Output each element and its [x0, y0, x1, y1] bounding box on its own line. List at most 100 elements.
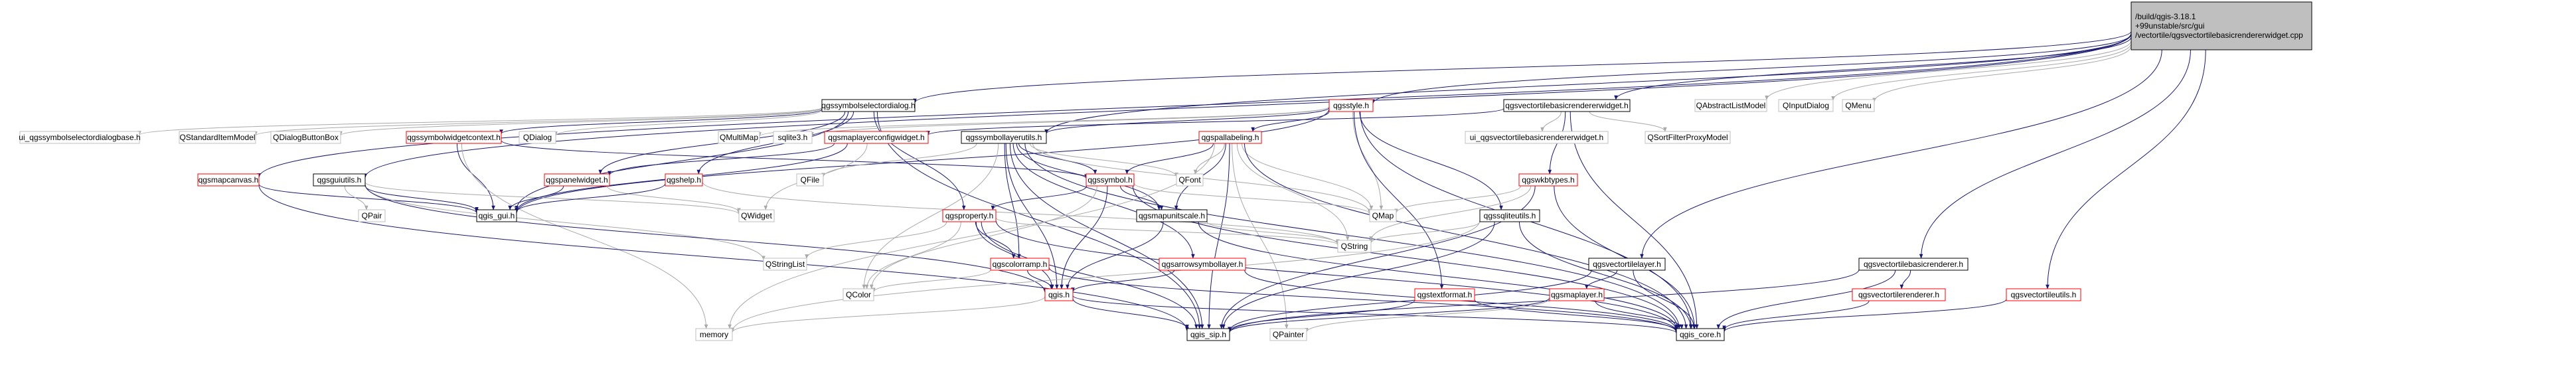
node-box-QDialog: [519, 131, 556, 144]
node-qgsmapcanvas[interactable]: qgsmapcanvas.h: [197, 173, 260, 187]
edge-root-to-qgssymbollayerutils: [1044, 34, 2132, 134]
node-QInputDialog: QInputDialog: [1778, 99, 1834, 112]
node-box-QPair: [358, 209, 386, 222]
edge-root-to-qgsguiutils: [363, 33, 2132, 179]
node-box-QSortFilterProxyModel: [1645, 131, 1731, 144]
node-qgsvectortilerenderer[interactable]: qgsvectortilerenderer.h: [1852, 288, 1946, 301]
node-box-qgsproperty: [942, 209, 997, 222]
edge-qgsvectortilelayer-to-qgsmaplayer: [1584, 270, 1618, 289]
node-box-qgsarrowsymbollayer: [1159, 258, 1246, 271]
node-qgsproperty[interactable]: qgsproperty.h: [942, 209, 997, 222]
node-box-QStandardItemModel: [179, 131, 256, 144]
edge-qgsvectortileutils-to-qgis_core: [1722, 299, 2007, 333]
node-label-qgssymbol: qgssymbol.h: [1087, 175, 1132, 185]
node-qgsvectortilebasicrendererwidget[interactable]: qgsvectortilebasicrendererwidget.h: [1503, 99, 1631, 112]
edge-qgspallabeling-to-QString: [1236, 143, 1350, 241]
node-label-qgspallabeling: qgspallabeling.h: [1202, 133, 1259, 142]
node-qgssymbol[interactable]: qgssymbol.h: [1086, 173, 1135, 187]
node-qgsvectortileutils[interactable]: qgsvectortileutils.h: [2006, 288, 2081, 301]
edge-qgis-to-qgis_core: [1072, 295, 1678, 334]
edge-qgsproperty-to-QStringList: [805, 221, 947, 260]
node-memory: memory: [695, 328, 733, 341]
edge-qgsvectortilebasicrendererwidget-to-QSortFilterProxyModel: [1589, 111, 1667, 132]
edge-qgsproperty-to-qgis_sip: [981, 221, 1198, 329]
edge-qgssymbollayerutils-to-qgis: [1005, 143, 1059, 289]
edge-qgsvectortilelayer-to-qgis_core: [1633, 270, 1696, 329]
node-qgssqliteutils[interactable]: qgssqliteutils.h: [1479, 209, 1540, 222]
edge-qgspallabeling-to-qgssymbol: [1125, 143, 1214, 175]
node-qgssymbolwidgetcontext[interactable]: qgssymbolwidgetcontext.h: [406, 131, 502, 144]
edge-qgswkbtypes-to-QString: [1369, 185, 1532, 242]
node-label-QDialog: QDialog: [523, 133, 552, 142]
node-label-qgis_gui: qgis_gui.h: [479, 211, 515, 220]
node-root: /build/qgis-3.18.1+99unstable/src/gui/ve…: [2131, 1, 2312, 50]
node-qgsstyle[interactable]: qgsstyle.h: [1328, 99, 1374, 112]
node-QMenu: QMenu: [1842, 99, 1875, 112]
node-qgis_core[interactable]: qgis_core.h: [1676, 328, 1725, 341]
node-label-qgspanelwidget: qgspanelwidget.h: [546, 175, 607, 185]
node-qgspanelwidget[interactable]: qgspanelwidget.h: [544, 173, 610, 187]
edge-qgsstyle-to-QMap: [1352, 111, 1384, 210]
node-qgsarrowsymbollayer[interactable]: qgsarrowsymbollayer.h: [1159, 258, 1246, 271]
node-qgsmaplayerconfigwidget[interactable]: qgsmaplayerconfigwidget.h: [824, 131, 929, 144]
node-label-ui_qgssymbolselectordialogbase: ui_qgssymbolselectordialogbase.h: [19, 133, 140, 142]
edge-qgsmapunitscale-to-qgis_core: [1198, 221, 1678, 330]
node-label-sqlite3: sqlite3.h: [778, 133, 808, 142]
node-label-qgssymbollayerutils: qgssymbollayerutils.h: [966, 133, 1042, 142]
node-label-qgsmaplayerconfigwidget: qgsmaplayerconfigwidget.h: [828, 133, 924, 142]
node-qgsmapunitscale[interactable]: qgsmapunitscale.h: [1136, 209, 1208, 222]
node-box-qgssqliteutils: [1479, 209, 1540, 222]
node-qgswkbtypes[interactable]: qgswkbtypes.h: [1518, 173, 1578, 187]
node-label-qgsmapunitscale: qgsmapunitscale.h: [1139, 211, 1205, 220]
node-qgis_sip[interactable]: qgis_sip.h: [1186, 328, 1230, 341]
edge-qgsmaplayerconfigwidget-to-qgspanelwidget: [607, 143, 835, 176]
node-qgsvectortilebasicrenderer[interactable]: qgsvectortilebasicrenderer.h: [1858, 258, 1969, 271]
node-qgis[interactable]: qgis.h: [1044, 288, 1074, 301]
node-qgshelp[interactable]: qgshelp.h: [665, 173, 703, 187]
node-box-QInputDialog: [1778, 99, 1834, 112]
edge-root-to-qgsstyle: [1371, 34, 2132, 104]
node-qgis_gui[interactable]: qgis_gui.h: [476, 209, 517, 222]
node-box-root: [2131, 1, 2312, 50]
node-label-QFont: QFont: [1178, 175, 1201, 185]
node-qgssymbollayerutils[interactable]: qgssymbollayerutils.h: [961, 131, 1047, 144]
node-QColor: QColor: [843, 288, 874, 301]
node-box-memory: [695, 328, 733, 341]
node-label-QStringList: QStringList: [765, 260, 805, 269]
node-label-root: /vectortile/qgsvectortilebasicrendererwi…: [2135, 31, 2303, 40]
node-QAbstractListModel: QAbstractListModel: [1694, 99, 1767, 112]
edge-qgsstyle-to-qgssqliteutils: [1359, 111, 1503, 210]
node-label-qgsstyle: qgsstyle.h: [1333, 101, 1369, 110]
edge-root-to-qgsvectortilebasicrendererwidget: [1614, 37, 2132, 100]
node-qgssymbolselectordialog[interactable]: qgssymbolselectordialog.h: [821, 99, 916, 112]
node-QPainter: QPainter: [1269, 328, 1307, 341]
node-label-qgstextformat: qgstextformat.h: [1417, 290, 1473, 299]
edge-qgscolorramp-to-qgis_core: [1048, 267, 1678, 333]
node-box-QMap: [1369, 209, 1397, 222]
node-label-QMenu: QMenu: [1845, 101, 1871, 110]
node-label-qgssymbolselectordialog: qgssymbolselectordialog.h: [821, 101, 915, 110]
node-label-ui_qgsvectortilebasicrendererwidget: ui_qgsvectortilebasicrendererwidget.h: [1470, 133, 1603, 142]
edge-qgssymbolselectordialog-to-qgis_sip: [876, 111, 1202, 329]
edge-qgsproperty-to-qgis_core: [995, 220, 1678, 331]
edge-root-to-qgsvectortilelayer: [1640, 49, 2162, 259]
edge-qgsstyle-to-qgssymbollayerutils: [1044, 107, 1330, 134]
node-box-qgsmaplayer: [1549, 288, 1605, 301]
node-qgsvectortilelayer[interactable]: qgsvectortilelayer.h: [1588, 258, 1666, 271]
edge-qgssqliteutils-to-memory: [730, 220, 1481, 333]
node-qgscolorramp[interactable]: qgscolorramp.h: [990, 258, 1050, 271]
node-qgsguiutils[interactable]: qgsguiutils.h: [313, 173, 366, 187]
node-QStandardItemModel: QStandardItemModel: [179, 131, 256, 144]
node-qgstextformat[interactable]: qgstextformat.h: [1414, 288, 1475, 301]
node-box-QFile: [796, 173, 824, 187]
edge-qgssymbolselectordialog-to-qgis_gui: [515, 111, 849, 210]
node-label-QColor: QColor: [846, 290, 871, 299]
node-qgspallabeling[interactable]: qgspallabeling.h: [1198, 131, 1262, 144]
node-label-root: +99unstable/src/gui: [2135, 21, 2204, 31]
node-label-QMap: QMap: [1372, 211, 1394, 220]
node-label-qgsvectortilerenderer: qgsvectortilerenderer.h: [1858, 290, 1939, 299]
edge-qgsguiutils-to-qgis: [364, 184, 1047, 293]
node-label-qgsguiutils: qgsguiutils.h: [317, 175, 362, 185]
node-label-memory: memory: [700, 330, 728, 339]
node-qgsmaplayer[interactable]: qgsmaplayer.h: [1549, 288, 1605, 301]
